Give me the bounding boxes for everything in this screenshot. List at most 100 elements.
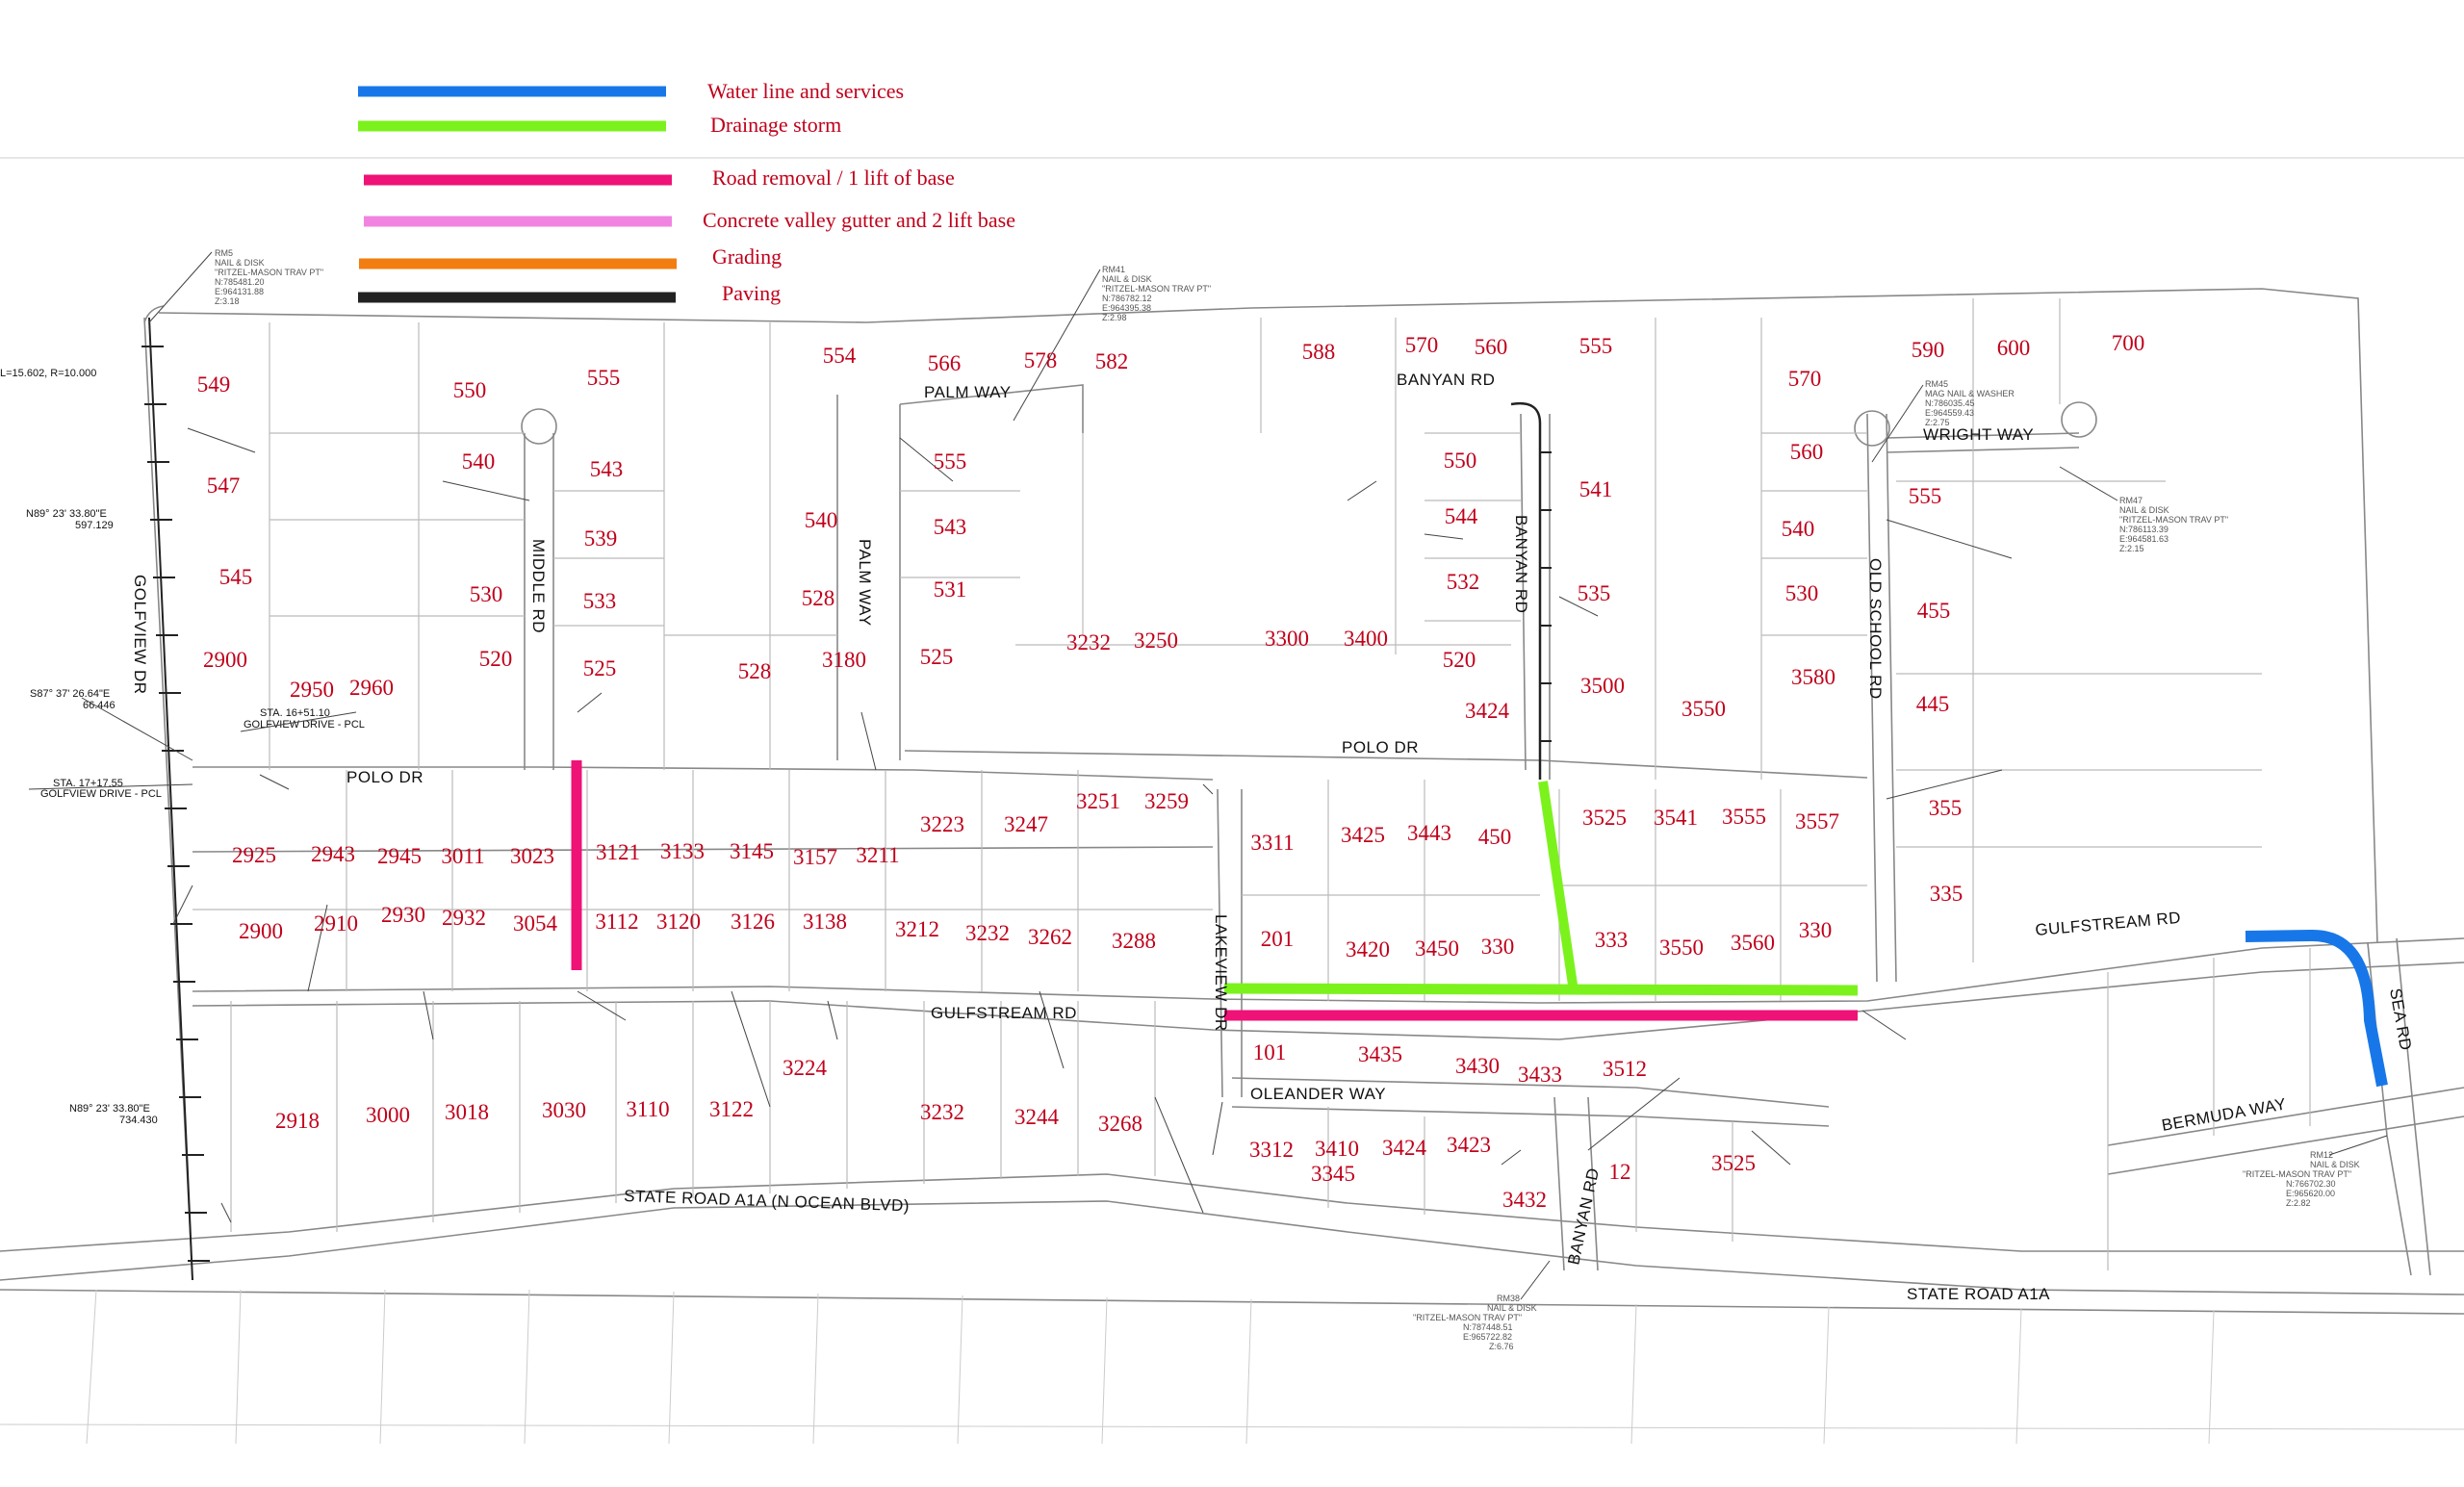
lot-number: 3250: [1134, 628, 1178, 653]
svg-text:"RITZEL-MASON TRAV PT": "RITZEL-MASON TRAV PT": [1102, 284, 1211, 294]
lot-number: 532: [1447, 570, 1480, 594]
lot-number: 3000: [366, 1103, 410, 1127]
lot-number: 2900: [203, 648, 247, 672]
lot-number: 3157: [793, 845, 837, 869]
lot-number: 570: [1405, 333, 1439, 357]
lot-number: 531: [934, 577, 967, 602]
lot-number: 2918: [275, 1109, 320, 1133]
svg-text:E:964559.43: E:964559.43: [1925, 408, 1974, 418]
road-label-banyan-rd-vertical: BANYAN RD: [1512, 515, 1530, 613]
lot-number: 535: [1578, 581, 1611, 605]
lot-number: 3011: [441, 844, 484, 868]
lot-number: 2945: [377, 844, 422, 868]
bearing-note-1: N89° 23' 33.80"E: [26, 508, 107, 520]
lot-number: 101: [1253, 1040, 1287, 1064]
lot-number: 3424: [1465, 699, 1510, 723]
lot-number: 3268: [1098, 1112, 1142, 1136]
lot-number: 560: [1790, 440, 1824, 464]
lot-number: 600: [1997, 336, 2031, 360]
lot-number: 525: [920, 645, 954, 669]
lot-number: 540: [805, 508, 838, 532]
legend: Water line and services Drainage storm R…: [358, 79, 1015, 305]
road-label-oleander-way: OLEANDER WAY: [1250, 1085, 1386, 1103]
lot-number: 450: [1478, 825, 1512, 849]
road-label-sea-rd: SEA RD: [2386, 987, 2415, 1052]
lot-number: 3247: [1004, 812, 1048, 836]
road-label-banyan-rd-top: BANYAN RD: [1397, 371, 1495, 389]
lot-number: 12: [1609, 1160, 1631, 1184]
lot-number: 3423: [1447, 1133, 1491, 1157]
svg-text:N:766702.30: N:766702.30: [2286, 1179, 2336, 1189]
base-linework: [0, 288, 2464, 1445]
legend-label-road-removal: Road removal / 1 lift of base: [712, 166, 955, 190]
lot-number: 3550: [1659, 936, 1704, 960]
lot-number: 582: [1095, 349, 1129, 373]
survey-note-rm12: RM12 NAIL & DISK "RITZEL-MASON TRAV PT" …: [2243, 1135, 2388, 1208]
legend-label-paving: Paving: [722, 281, 781, 305]
svg-text:N:785481.20: N:785481.20: [215, 277, 265, 287]
lot-number: 3138: [803, 910, 847, 934]
lot-number: 3018: [445, 1100, 489, 1124]
lot-number: 3224: [783, 1056, 828, 1080]
lot-number: 520: [479, 647, 513, 671]
road-label-lakeview-dr: LAKEVIEW DR: [1212, 914, 1230, 1032]
drainage-gulfstream-rd: [1223, 983, 1859, 996]
lot-number: 550: [453, 378, 487, 402]
lot-number: 3232: [965, 921, 1010, 945]
lot-number: 3030: [542, 1098, 586, 1122]
lot-number: 3121: [596, 840, 640, 864]
lot-number: 3054: [513, 911, 558, 936]
road-label-palm-way-top: PALM WAY: [924, 383, 1012, 401]
lot-number: 355: [1929, 796, 1963, 820]
lot-number: 528: [738, 659, 772, 683]
road-label-polo-dr-east: POLO DR: [1342, 738, 1419, 756]
lot-number: 528: [802, 586, 835, 610]
lot-number: 520: [1443, 648, 1476, 672]
station-note-1-sub: GOLFVIEW DRIVE - PCL: [244, 719, 365, 731]
road-label-bermuda-way: BERMUDA WAY: [2160, 1094, 2287, 1134]
lot-number: 3023: [510, 844, 554, 868]
svg-text:RM38: RM38: [1497, 1294, 1520, 1303]
bearing-note-3: N89° 23' 33.80"E: [69, 1103, 150, 1115]
svg-text:RM47: RM47: [2119, 496, 2143, 505]
svg-text:NAIL & DISK: NAIL & DISK: [2119, 505, 2169, 515]
lot-number: 3410: [1315, 1137, 1359, 1161]
lot-number: 3525: [1582, 806, 1627, 830]
svg-text:Z:2.98: Z:2.98: [1102, 313, 1127, 322]
lot-number: 3244: [1014, 1105, 1060, 1129]
road-label-polo-dr-west: POLO DR: [346, 768, 424, 786]
lot-number: 3512: [1603, 1057, 1647, 1081]
lot-number: 3580: [1791, 665, 1835, 689]
lot-number: 3425: [1341, 823, 1385, 847]
lot-number: 545: [219, 565, 253, 589]
svg-text:"RITZEL-MASON TRAV PT": "RITZEL-MASON TRAV PT": [2119, 515, 2228, 525]
lot-number: 543: [934, 515, 967, 539]
svg-text:NAIL & DISK: NAIL & DISK: [215, 258, 265, 268]
legend-label-grading: Grading: [712, 244, 782, 269]
lot-number: 333: [1595, 928, 1629, 952]
svg-text:Z:2.82: Z:2.82: [2286, 1198, 2311, 1208]
lot-number: 2930: [381, 903, 425, 927]
lot-number: 2943: [311, 842, 355, 866]
station-note-2-sub: GOLFVIEW DRIVE - PCL: [40, 788, 162, 800]
survey-note-rm38: RM38 NAIL & DISK "RITZEL-MASON TRAV PT" …: [1413, 1260, 1551, 1351]
lot-number: 590: [1912, 338, 1945, 362]
lot-number: 533: [583, 589, 617, 613]
lot-number: 3435: [1358, 1042, 1402, 1066]
lot-number: 3500: [1580, 674, 1625, 698]
geometry-notes: L=15.602, R=10.000 N89° 23' 33.80"E 597.…: [0, 368, 365, 1126]
drainage-banyan-rd: [1538, 781, 1578, 992]
lot-number: 3145: [730, 839, 774, 863]
golfview-baseline-ticks: [141, 317, 210, 1281]
svg-text:Z:2.75: Z:2.75: [1925, 418, 1950, 427]
svg-text:RM41: RM41: [1102, 265, 1125, 274]
road-label-old-school-rd: OLD SCHOOL RD: [1866, 558, 1885, 700]
lot-number: 3555: [1722, 805, 1766, 829]
lot-number: 566: [928, 351, 962, 375]
lot-number: 3133: [660, 839, 705, 863]
svg-text:Z:3.18: Z:3.18: [215, 296, 240, 306]
lot-number: 3251: [1076, 789, 1120, 813]
lot-number: 3126: [731, 910, 775, 934]
lot-number: 547: [207, 474, 241, 498]
